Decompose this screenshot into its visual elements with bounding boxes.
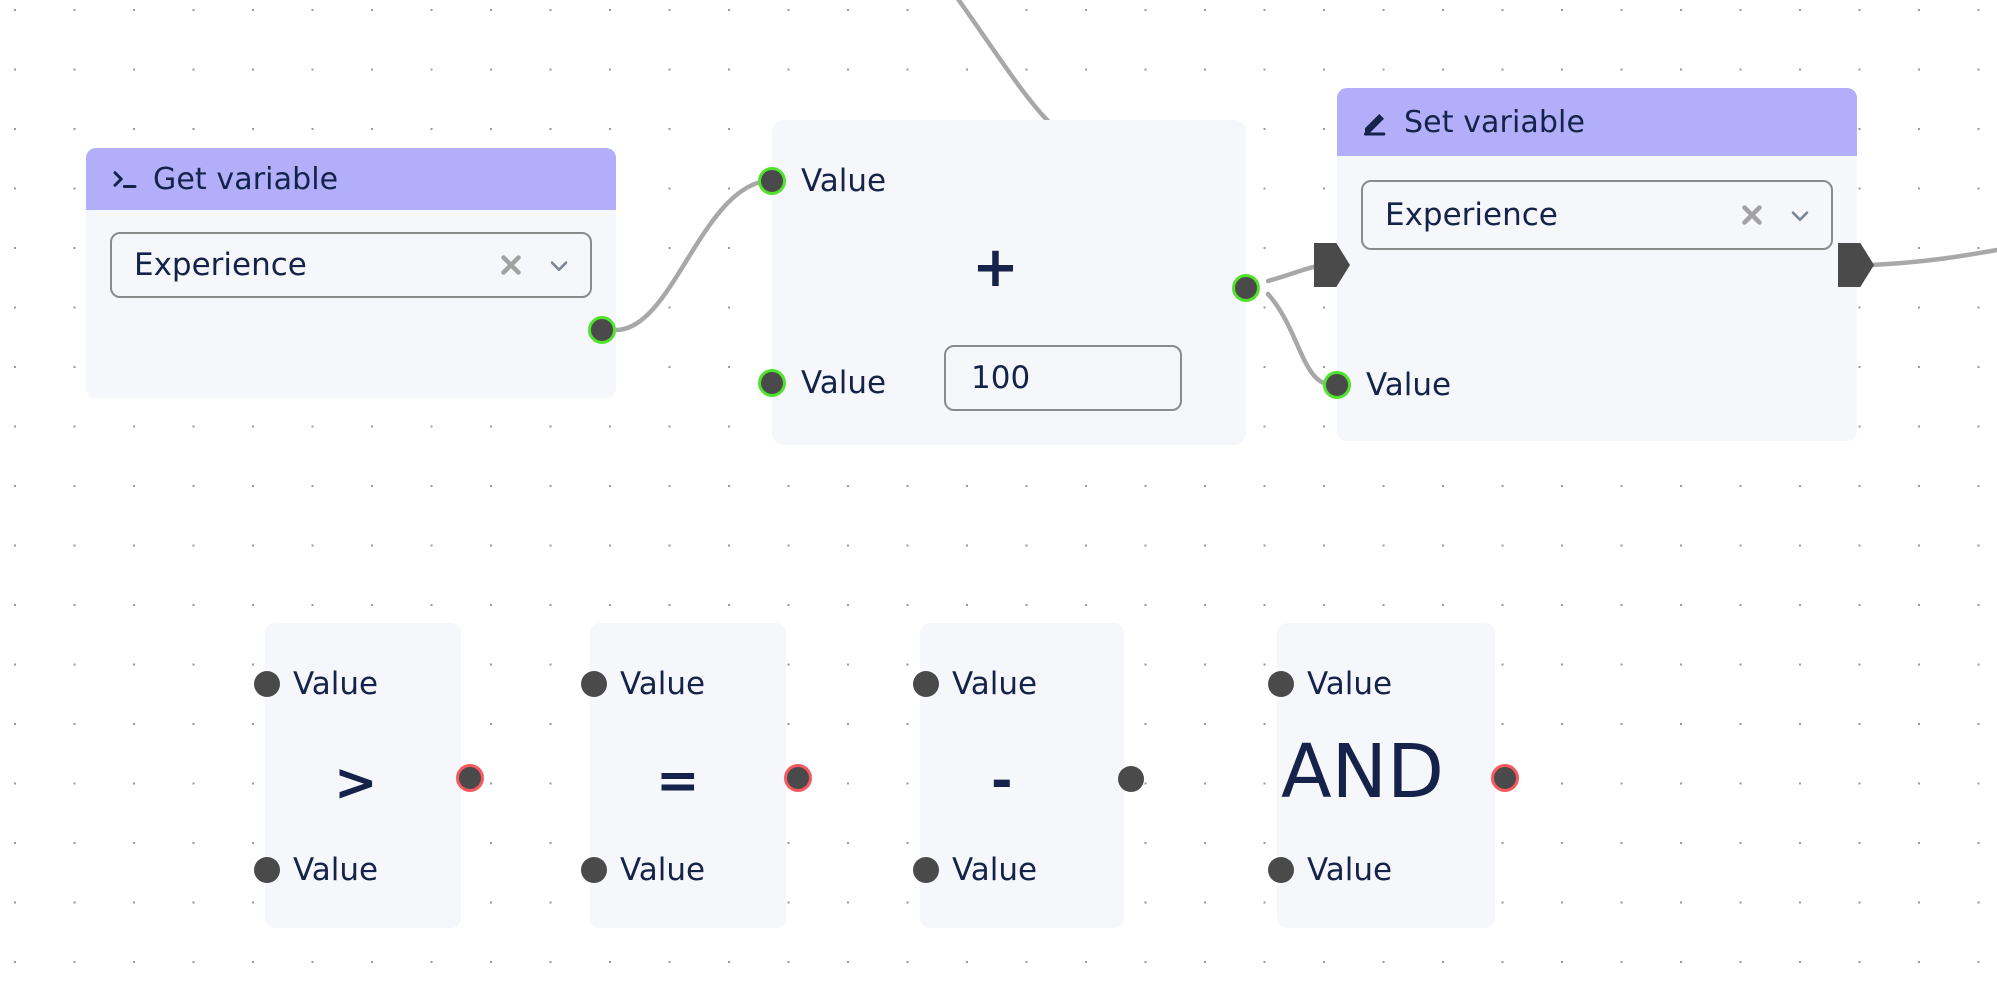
terminal-prompt-icon [110,164,140,194]
port-label-set-variable-value: Value [1366,367,1452,403]
port-input-subtract-value-2[interactable] [913,857,939,883]
port-label-add-value-1: Value [801,163,887,199]
variable-select-get-value: Experience [134,247,307,283]
port-input-equal-value-1[interactable] [581,671,607,697]
port-input-and-value-2[interactable] [1268,857,1294,883]
node-title-set-variable: Set variable [1404,104,1586,140]
port-output-equal[interactable] [784,764,812,792]
port-label-and-value-2: Value [1307,852,1393,888]
port-output-subtract[interactable] [1118,766,1144,792]
operator-glyph-equal: = [656,751,700,811]
variable-select-get[interactable]: Experience [110,232,592,298]
operator-glyph-add: + [972,235,1019,300]
number-input-add-value: 100 [971,360,1031,396]
close-icon[interactable] [494,248,528,282]
port-label-equal-value-2: Value [620,852,706,888]
operator-glyph-subtract: - [991,751,1013,811]
node-header-set-variable[interactable]: Set variable [1337,88,1857,156]
port-label-subtract-value-2: Value [952,852,1038,888]
port-label-subtract-value-1: Value [952,666,1038,702]
port-label-equal-value-1: Value [620,666,706,702]
port-label-and-value-1: Value [1307,666,1393,702]
port-input-greater-value-2[interactable] [254,857,280,883]
chevron-down-icon[interactable] [1785,200,1815,230]
node-body-get-variable: Experience [86,210,616,320]
wire-add-to-setvar-value [1265,291,1335,388]
node-title-get-variable: Get variable [153,161,339,197]
port-input-equal-value-2[interactable] [581,857,607,883]
node-get-variable[interactable]: Get variable Experience [86,148,616,398]
port-input-set-variable-value[interactable] [1323,371,1351,399]
port-input-add-value-2[interactable] [758,369,786,397]
port-output-and[interactable] [1491,764,1519,792]
variable-select-set-value: Experience [1385,197,1558,233]
port-input-subtract-value-1[interactable] [913,671,939,697]
port-input-greater-value-1[interactable] [254,671,280,697]
close-icon[interactable] [1735,198,1769,232]
operator-glyph-greater: > [334,753,378,813]
port-label-add-value-2: Value [801,365,887,401]
port-input-add-value-1[interactable] [758,167,786,195]
exec-output-set-variable[interactable] [1838,243,1874,287]
node-header-get-variable[interactable]: Get variable [86,148,616,210]
variable-select-set[interactable]: Experience [1361,180,1833,250]
wire-getvar-to-add-value1 [613,178,768,333]
node-logic-and[interactable] [1277,623,1495,928]
node-set-variable[interactable]: Set variable Experience [1337,88,1857,441]
node-body-set-variable: Experience [1337,156,1857,274]
port-label-greater-value-2: Value [293,852,379,888]
port-output-get-variable[interactable] [588,316,616,344]
number-input-add[interactable]: 100 [944,345,1182,411]
node-math-subtract[interactable] [920,623,1124,928]
wire-incoming-top [955,0,1051,124]
port-input-and-value-1[interactable] [1268,671,1294,697]
wire-setvar-exec-out [1869,247,1997,268]
port-output-greater[interactable] [456,764,484,792]
operator-glyph-and: AND [1281,729,1444,815]
pencil-icon [1361,107,1391,137]
chevron-down-icon[interactable] [544,250,574,280]
port-label-greater-value-1: Value [293,666,379,702]
node-compare-greater[interactable] [265,623,461,928]
node-compare-equal[interactable] [590,623,786,928]
port-output-add[interactable] [1232,274,1260,302]
